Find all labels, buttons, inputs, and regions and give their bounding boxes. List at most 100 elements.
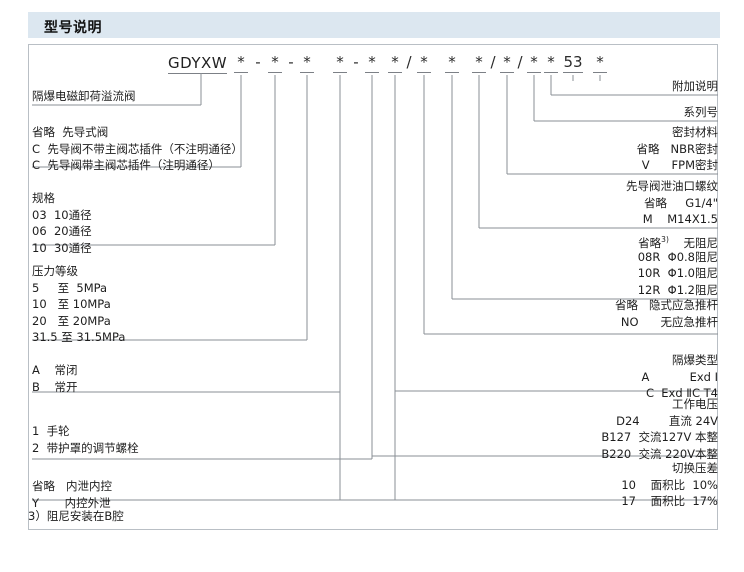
left-block-pilot-type: 省略 先导式阀 C 先导阀不带主阀芯插件（不注明通径） C 先导阀带主阀芯插件（注明… — [32, 124, 243, 174]
right-block-explosion-proof-type-line-1: 隔爆类型 — [672, 353, 718, 367]
right-block-emergency-rod-line-2: NO 无应急推杆 — [620, 314, 718, 329]
right-block-pilot-drain-thread-line-3: M M14X1.5 — [642, 212, 718, 226]
left-block-drain-control-line-1: 省略 内泄内控 — [32, 479, 112, 493]
model-code-separator-1: - — [255, 53, 261, 71]
right-block-explosion-proof-type-line-2: A Exd Ⅰ — [641, 369, 719, 384]
right-block-pilot-drain-thread-line-1: 先导阀泄油口螺纹 — [626, 179, 718, 193]
model-code-token-4: * — [333, 54, 347, 73]
left-block-size-spec: 规格 03 10通径 06 20通径 10 30通径 — [32, 190, 92, 256]
token-glyph: * — [472, 54, 486, 73]
right-block-emergency-rod-line-1: 省略 隐式应急推杆 — [615, 298, 718, 312]
token-glyph: * — [234, 54, 248, 73]
left-block-pressure-rating-line-1: 压力等级 — [32, 264, 78, 278]
token-glyph: * — [300, 54, 314, 73]
right-block-switching-differential-line-3: 17 面积比 17% — [621, 494, 718, 508]
right-block-switching-differential-line-2: 10 面积比 10% — [621, 477, 718, 492]
right-block-emergency-rod: 省略 隐式应急推杆 NO 无应急推杆 — [615, 297, 718, 330]
left-block-pressure-rating-line-2: 5 至 5MPa — [32, 280, 108, 295]
left-block-size-spec-line-1: 规格 — [32, 191, 55, 205]
model-code-token-5: * — [365, 54, 379, 73]
right-block-series-number: 系列号 — [684, 104, 719, 121]
footnote: 3）阻尼安装在B腔 — [28, 509, 124, 523]
model-code-token-9: * — [472, 54, 486, 73]
token-glyph: * — [268, 54, 282, 73]
right-block-working-voltage: 工作电压 D24 直流 24V B127 交流127V 本整 B220 交流 220V… — [601, 396, 718, 462]
token-glyph: * — [333, 54, 347, 73]
right-block-explosion-proof-type: 隔爆类型 A Exd Ⅰ C Exd ⅡC T4 — [642, 352, 719, 402]
model-code-token-6: * — [388, 54, 402, 73]
left-block-pilot-type-line-1: 省略 先导式阀 — [32, 125, 109, 139]
right-block-explosion-proof-type-line-3: C Exd ⅡC T4 — [645, 386, 718, 400]
model-code-separator-3: - — [353, 53, 359, 71]
diagram-panel — [28, 44, 718, 530]
model-code-token-3: * — [300, 54, 314, 73]
left-block-normal-state: A 常闭 B 常开 — [32, 362, 78, 395]
model-code-prefix: GDYXW — [168, 54, 228, 76]
left-block-pressure-rating-line-4: 20 至 20MPa — [32, 313, 111, 328]
right-block-working-voltage-line-1: 工作电压 — [672, 397, 718, 411]
token-glyph: * — [500, 54, 514, 73]
right-block-working-voltage-line-2: D24 直流 24V — [616, 413, 718, 428]
right-block-seal-material-line-3: V FPM密封 — [641, 158, 718, 172]
right-block-seal-material-line-1: 密封材料 — [672, 125, 718, 139]
model-code-separator-4: / — [406, 53, 412, 71]
model-code-token-7: * — [417, 54, 431, 73]
right-block-damping-orifice-line-4: 12R Φ1.2阻尼 — [637, 282, 718, 297]
left-block-pressure-rating: 压力等级 5 至 5MPa 10 至 10MPa 20 至 20MPa 31.5 至 3… — [32, 263, 125, 346]
left-block-adjust-type: 1 手轮 2 带护罩的调节螺栓 — [32, 423, 139, 456]
model-code-token-12: * — [544, 54, 558, 73]
token-glyph: * — [527, 54, 541, 73]
model-code-token-2: * — [268, 54, 282, 73]
right-block-switching-differential-line-1: 切换压差 — [672, 461, 718, 475]
model-code-token-13: 53 — [563, 54, 583, 73]
page-title: 型号说明 — [44, 20, 102, 36]
model-code-token-10: * — [500, 54, 514, 73]
model-code-separator-5: / — [490, 53, 496, 71]
right-block-series-number-line-1: 系列号 — [683, 105, 719, 119]
left-block-valve-type-line-1: 隔爆电磁卸荷溢流阀 — [32, 89, 136, 103]
model-code-token-1: * — [234, 54, 248, 73]
left-block-normal-state-line-2: B 常开 — [32, 379, 78, 394]
model-code-token-14: * — [593, 54, 607, 73]
left-block-adjust-type-line-2: 2 带护罩的调节螺栓 — [32, 440, 139, 455]
token-glyph: 53 — [563, 53, 583, 73]
token-glyph: * — [365, 54, 379, 73]
right-block-damping-orifice-line-2: 08R Φ0.8阻尼 — [637, 249, 718, 264]
right-block-damping-orifice-line-3: 10R Φ1.0阻尼 — [637, 266, 718, 280]
left-block-drain-control-line-2: Y 内控外泄 — [32, 495, 111, 510]
token-glyph: * — [417, 54, 431, 73]
model-code-prefix-text: GDYXW — [168, 54, 228, 74]
right-block-seal-material-line-2: 省略 NBR密封 — [636, 141, 718, 156]
right-block-switching-differential: 切换压差 10 面积比 10% 17 面积比 17% — [621, 460, 718, 510]
left-block-size-spec-line-2: 03 10通径 — [32, 207, 92, 222]
left-block-drain-control: 省略 内泄内控 Y 内控外泄 — [32, 478, 112, 511]
right-block-additional-note-line-1: 附加说明 — [672, 79, 718, 93]
token-glyph: * — [544, 54, 558, 73]
right-block-pilot-drain-thread: 先导阀泄油口螺纹省略 G1/4" M M14X1.5 — [626, 178, 718, 228]
footnote-marker: 3) — [661, 235, 669, 244]
model-code-separator-6: / — [517, 53, 523, 71]
right-block-working-voltage-line-4: B220 交流 220V本整 — [601, 446, 718, 461]
token-glyph: * — [388, 54, 402, 73]
model-code-token-11: * — [527, 54, 541, 73]
left-block-size-spec-line-3: 06 20通径 — [32, 224, 92, 238]
token-glyph: * — [593, 54, 607, 73]
left-block-pressure-rating-line-3: 10 至 10MPa — [32, 297, 111, 311]
right-block-damping-orifice-line-1: 省略3) 无阻尼 — [638, 235, 718, 250]
left-block-size-spec-line-4: 10 30通径 — [32, 240, 92, 255]
left-block-valve-type: 隔爆电磁卸荷溢流阀 — [32, 88, 136, 105]
left-block-pilot-type-line-3: C 先导阀带主阀芯插件（注明通径） — [32, 158, 220, 172]
model-code-token-8: * — [445, 54, 459, 73]
left-block-adjust-type-line-1: 1 手轮 — [32, 424, 70, 438]
right-block-additional-note: 附加说明 — [672, 78, 718, 95]
left-block-pilot-type-line-2: C 先导阀不带主阀芯插件（不注明通径） — [32, 141, 243, 156]
section-header-band — [28, 12, 720, 38]
right-block-working-voltage-line-3: B127 交流127V 本整 — [601, 430, 718, 444]
right-block-pilot-drain-thread-line-2: 省略 G1/4" — [644, 195, 718, 210]
left-block-pressure-rating-line-5: 31.5 至 31.5MPa — [32, 330, 126, 344]
left-block-normal-state-line-1: A 常闭 — [32, 363, 78, 377]
token-glyph: * — [445, 54, 459, 73]
model-code-separator-2: - — [288, 53, 294, 71]
